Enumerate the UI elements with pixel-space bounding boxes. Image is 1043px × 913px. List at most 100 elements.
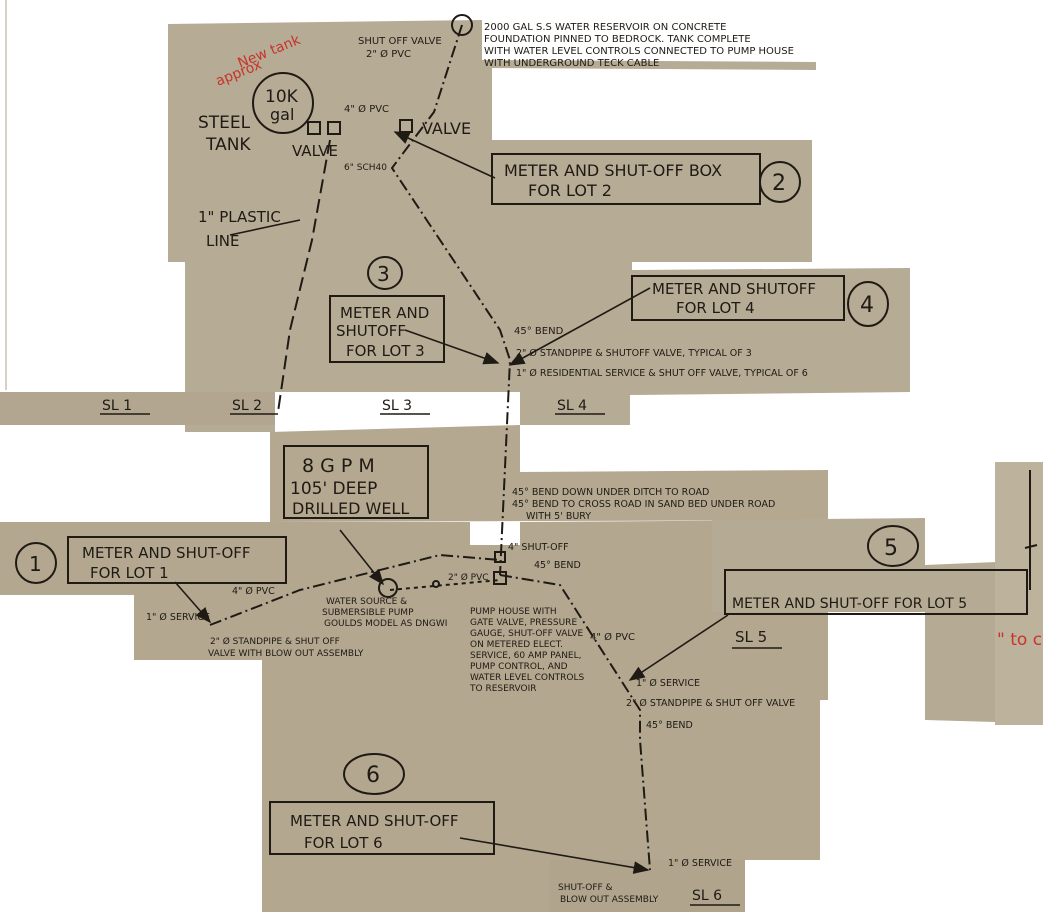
sl6-label: SL 6 [692, 888, 722, 904]
bend-down-note-2: 45° BEND TO CROSS ROAD IN SAND BED UNDER… [512, 499, 775, 510]
lot1-box-frame [67, 536, 287, 584]
lot6-circle [343, 753, 405, 795]
pump-note-1: WATER SOURCE & [326, 597, 407, 607]
pvc4-label-mid: 4" Ø PVC [232, 586, 275, 597]
lot2-number: 2 [772, 171, 786, 196]
well-box-frame [283, 445, 429, 519]
lot2-box-line-1: METER AND SHUT-OFF BOX [504, 161, 722, 180]
pumphouse-symbol [493, 571, 507, 585]
residential-note: 1" Ø RESIDENTIAL SERVICE & SHUT OFF VALV… [516, 368, 808, 379]
main-line-lower [499, 574, 651, 871]
valve-left-symbol-2 [327, 121, 341, 135]
tank-note: 2000 GAL S.S WATER RESERVOIR ON CONCRETE… [484, 22, 794, 69]
tank-10k-circle [252, 72, 314, 134]
main-line-top [390, 24, 512, 576]
steel-label: STEEL [198, 113, 251, 133]
leader-lines [174, 131, 729, 874]
pumphouse-note: PUMP HOUSE WITH GATE VALVE, PRESSURE GAU… [469, 607, 585, 694]
lot4-number: 4 [860, 293, 874, 318]
well-symbol [378, 578, 398, 598]
standpipe-note: 2" Ø STANDPIPE & SHUTOFF VALVE, TYPICAL … [516, 348, 752, 359]
tank-gal-label: gal [270, 105, 294, 124]
lot4-circle [847, 281, 889, 327]
valve-symbols [252, 14, 507, 598]
lot3-circle [367, 256, 403, 290]
service-lot1-label: 1" Ø SERVICE [146, 612, 210, 623]
sl3-label: SL 3 [382, 398, 412, 414]
lot-boxes [15, 153, 1038, 855]
sl1-label: SL 1 [102, 398, 132, 414]
pumphouse-line-4: ON METERED ELECT. [470, 640, 563, 650]
lot5-circle [867, 525, 919, 567]
bend45-top-label: 45° BEND [514, 326, 564, 337]
paper-sheets [0, 20, 1043, 912]
lot3-box-line-2: SHUTOFF [336, 322, 406, 340]
pipe-network [209, 24, 651, 871]
plastic-line [277, 139, 331, 413]
service-lot6-label: 1" Ø SERVICE [668, 858, 732, 869]
standpipe-lot5-label: 2" Ø STANDPIPE & SHUT OFF VALVE [626, 698, 795, 709]
lot6-number: 6 [366, 763, 380, 788]
pumphouse-line-7: WATER LEVEL CONTROLS [470, 673, 585, 683]
pumphouse-line-6: PUMP CONTROL, AND [470, 662, 568, 672]
valve-left-symbol-1 [307, 121, 321, 135]
lot3-box-frame [329, 295, 445, 363]
plastic-line-label-1: 1" PLASTIC [198, 208, 281, 226]
reservoir-symbol [451, 14, 473, 36]
well-box-line-3: DRILLED WELL [292, 499, 409, 518]
lot5-box-frame [724, 569, 1028, 615]
lot6-box-line-1: METER AND SHUT-OFF [290, 812, 459, 830]
lot5-box-label: METER AND SHUT-OFF FOR LOT 5 [732, 596, 967, 612]
sch40-label: 6" SCH40 [344, 163, 387, 173]
pvc2-label-mid: 2" Ø PVC [448, 572, 489, 583]
red-fragment-label: " to c [997, 630, 1042, 650]
well-box-line-2: 105' DEEP [290, 479, 377, 499]
pumphouse-line-8: TO RESERVOIR [469, 684, 537, 694]
bend-down-note-3: WITH 5' BURY [526, 511, 591, 522]
shutoff4-label: 4" SHUT-OFF [508, 542, 569, 553]
pump-note-3: GOULDS MODEL AS DNGWI [324, 619, 447, 629]
well-line [389, 579, 501, 591]
service-lot5-label: 1" Ø SERVICE [636, 678, 700, 689]
lot2-circle [759, 161, 801, 203]
lot1-box-line-2: FOR LOT 1 [90, 564, 169, 582]
tank-label: TANK [205, 135, 251, 155]
lot6-box-line-2: FOR LOT 6 [304, 834, 383, 852]
sl2-label: SL 2 [232, 398, 262, 414]
bend45-mid-label: 45° BEND [534, 560, 581, 571]
blowout-lot6-1: SHUT-OFF & [558, 883, 613, 893]
lot4-box-line-1: METER AND SHUTOFF [652, 280, 816, 298]
shutoff-symbol [494, 551, 506, 563]
lot5-number: 5 [884, 536, 898, 561]
valve-label-left: VALVE [292, 142, 338, 160]
standpipe-blowout-2: VALVE WITH BLOW OUT ASSEMBLY [208, 649, 364, 659]
pvc2-valve-symbol [432, 580, 440, 588]
lot4-box-line-2: FOR LOT 4 [676, 299, 755, 317]
lot1-box-line-1: METER AND SHUT-OFF [82, 544, 251, 562]
lot2-box-line-2: FOR LOT 2 [528, 181, 612, 200]
lateral-lot1 [209, 553, 501, 626]
sl-underlines [100, 413, 782, 906]
pvc4-label-low: 4" Ø PVC [590, 631, 635, 643]
lot3-box-line-3: FOR LOT 3 [346, 342, 425, 360]
bend-down-note-1: 45° BEND DOWN UNDER DITCH TO ROAD [512, 487, 709, 498]
lot1-number: 1 [29, 552, 42, 576]
lot3-box-line-1: METER AND [340, 304, 429, 322]
pumphouse-line-1: PUMP HOUSE WITH [470, 607, 557, 617]
shutoff-valve-label: SHUT OFF VALVE [358, 36, 442, 47]
lot3-number: 3 [377, 262, 390, 286]
standpipe-blowout-1: 2" Ø STANDPIPE & SHUT OFF [210, 636, 340, 647]
lot1-circle [15, 542, 57, 584]
tank-note-line-1: 2000 GAL S.S WATER RESERVOIR ON CONCRETE [484, 22, 726, 33]
pumphouse-line-3: GAUGE, SHUT-OFF VALVE [470, 629, 584, 639]
lot6-box-frame [269, 801, 495, 855]
sl5-label: SL 5 [735, 628, 767, 646]
tank-note-line-4: WITH UNDERGROUND TECK CABLE [484, 58, 659, 69]
lot4-box-frame [631, 275, 845, 321]
tank-note-line-2: FOUNDATION PINNED TO BEDROCK. TANK COMPL… [484, 34, 751, 45]
sl4-label: SL 4 [557, 398, 587, 414]
valve-label-right: VALVE [422, 119, 471, 138]
pump-note-2: SUBMERSIBLE PUMP [322, 608, 414, 618]
pumphouse-line-5: SERVICE, 60 AMP PANEL, [470, 651, 582, 661]
